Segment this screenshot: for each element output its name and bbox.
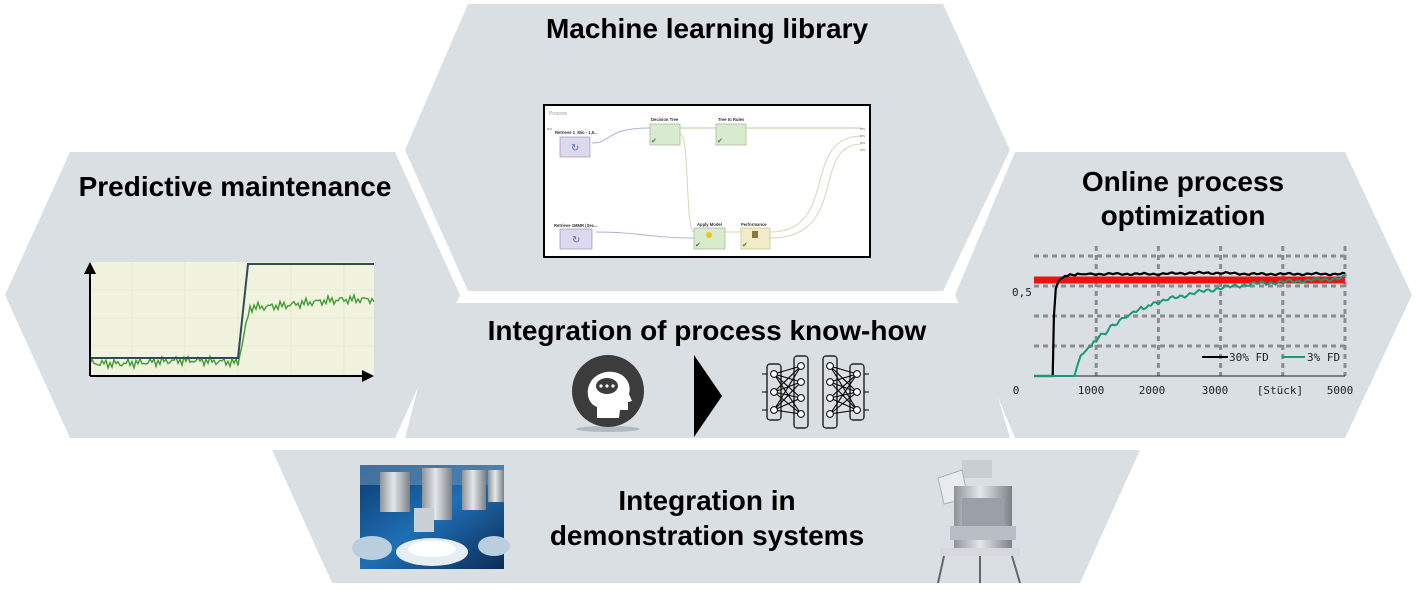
workflow-node-apply-model: Apply Model ✔ bbox=[693, 222, 726, 250]
workflow-output-ports: res res res res bbox=[860, 127, 865, 152]
x-tick-label: 0 bbox=[1013, 384, 1020, 397]
x-tick-label: 2000 bbox=[1139, 384, 1166, 397]
series-line-3-fd bbox=[1034, 274, 1346, 377]
title-demonstration-line1: Integration in bbox=[618, 485, 795, 516]
svg-text:Tree to Rules: Tree to Rules bbox=[718, 117, 745, 122]
svg-text:res: res bbox=[860, 141, 865, 145]
svg-text:Apply Model: Apply Model bbox=[697, 222, 722, 227]
workflow-screenshot: Process tra Retrieve 1_Mio - 1,5... ↻ De… bbox=[543, 104, 871, 258]
svg-text:✔: ✔ bbox=[742, 242, 748, 249]
hex-online-optimization bbox=[955, 152, 1412, 438]
workflow-node-retrieve-2: Retrieve 1MMR (Sec... ↻ bbox=[554, 223, 598, 250]
x-tick-label: 3000 bbox=[1202, 384, 1229, 397]
x-tick-label: 1000 bbox=[1078, 384, 1105, 397]
panel-process-knowhow bbox=[405, 303, 1010, 438]
title-demonstration-line2: demonstration systems bbox=[550, 520, 864, 551]
svg-text:↻: ↻ bbox=[571, 143, 579, 154]
expert-head-icon bbox=[572, 355, 644, 432]
title-online-optimization-line2: optimization bbox=[1101, 200, 1266, 231]
title-process-knowhow: Integration of process know-how bbox=[488, 315, 927, 346]
svg-text:✔: ✔ bbox=[717, 138, 723, 145]
optimization-chart: 0 1000 2000 3000 [Stück] 5000 0,5 30% FD 3% F… bbox=[1012, 246, 1353, 397]
workflow-node-retrieve-1: Retrieve 1_Mio - 1,5... ↻ bbox=[555, 130, 598, 158]
sensor-signal-graphic bbox=[84, 262, 375, 382]
svg-text:res: res bbox=[860, 134, 865, 138]
svg-text:↻: ↻ bbox=[572, 235, 580, 246]
workflow-header: Process bbox=[549, 111, 568, 117]
workflow-node-performance: Performance ✔ bbox=[740, 222, 771, 250]
mill-machine-photo bbox=[937, 460, 1021, 584]
neural-network-icon bbox=[762, 355, 869, 429]
workflow-node-tree-to-rules: Tree to Rules ✔ bbox=[715, 117, 747, 146]
series-line-30-fd bbox=[1034, 270, 1346, 378]
sensor-step-line bbox=[90, 263, 374, 359]
title-predictive-maintenance: Predictive maintenance bbox=[79, 171, 392, 202]
svg-text:Retrieve 1_Mio - 1,5...: Retrieve 1_Mio - 1,5... bbox=[555, 130, 598, 135]
y-tick-label: 0,5 bbox=[1012, 286, 1032, 299]
legend-label-30-fd: 30% FD bbox=[1229, 351, 1269, 364]
svg-text:✔: ✔ bbox=[695, 242, 701, 249]
filling-machine-photo bbox=[352, 465, 510, 569]
title-online-optimization-line1: Online process bbox=[1082, 166, 1284, 197]
legend-label-3-fd: 3% FD bbox=[1307, 351, 1340, 364]
svg-text:✔: ✔ bbox=[651, 138, 657, 145]
title-machine-learning: Machine learning library bbox=[546, 13, 869, 44]
x-tick-label: [Stück] bbox=[1257, 384, 1303, 397]
x-tick-label: 5000 bbox=[1327, 384, 1354, 397]
legend: 30% FD 3% FD bbox=[1202, 351, 1340, 364]
x-tick-labels: 0 1000 2000 3000 [Stück] 5000 bbox=[1013, 384, 1354, 397]
svg-text:Retrieve 1MMR (Sec...: Retrieve 1MMR (Sec... bbox=[554, 223, 598, 228]
svg-text:res: res bbox=[860, 127, 865, 131]
svg-text:Decision Tree: Decision Tree bbox=[651, 117, 679, 122]
svg-text:Performance: Performance bbox=[741, 222, 767, 227]
workflow-port-label: tra bbox=[547, 126, 552, 131]
arrow-right-icon bbox=[694, 355, 722, 437]
svg-text:res: res bbox=[860, 148, 865, 152]
chart-grid bbox=[1034, 246, 1347, 376]
workflow-node-decision-tree: Decision Tree ✔ bbox=[649, 117, 681, 146]
